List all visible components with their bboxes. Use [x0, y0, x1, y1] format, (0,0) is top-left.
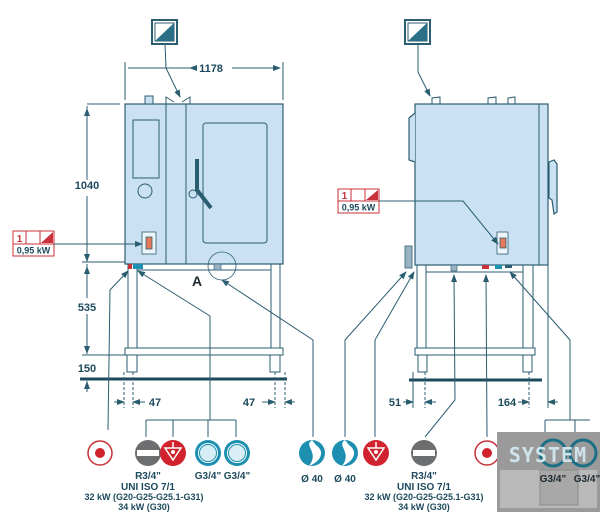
safety-valve-icon	[363, 440, 389, 466]
electrical-socket-icon	[499, 237, 507, 249]
side-stand	[409, 265, 542, 382]
gas-connection-icon	[135, 440, 161, 466]
stand	[80, 264, 287, 381]
side-view: 1 0,95 kW 51	[337, 19, 590, 438]
watermark: SYSTEM G3/4" G3/4"	[497, 432, 600, 512]
svg-text:34 kW (G30): 34 kW (G30)	[118, 502, 170, 512]
svg-text:R3/4": R3/4"	[411, 471, 437, 482]
steam-vent-icon	[151, 19, 181, 98]
connections-side: Ø 40 Ø 40 R3/4" UNI ISO 7/1 32 kW (G20-G…	[299, 440, 500, 512]
svg-text:32 kW (G20-G25-G25.1-G31): 32 kW (G20-G25-G25.1-G31)	[84, 492, 203, 502]
oven-side-body	[414, 103, 549, 266]
svg-text:G3/4": G3/4"	[195, 471, 222, 482]
side-front-offset-dimension: 51	[389, 397, 401, 409]
control-knob	[137, 183, 153, 199]
side-back-offset-dimension: 164	[498, 397, 517, 409]
svg-text:34 kW (G30): 34 kW (G30)	[398, 502, 450, 512]
left-offset-dimension: 47	[149, 397, 161, 409]
power-badge: 1 0,95 kW	[12, 230, 55, 257]
svg-text:UNI ISO 7/1: UNI ISO 7/1	[397, 482, 451, 493]
svg-text:1: 1	[17, 234, 23, 245]
width-dimension: 1178	[199, 63, 223, 75]
front-view: 1178 1 0,95 kW 1040	[12, 19, 314, 437]
safety-valve-icon	[160, 440, 186, 466]
svg-text:32 kW (G20-G25-G25.1-G31): 32 kW (G20-G25-G25.1-G31)	[364, 492, 483, 502]
oven-door-window	[202, 122, 268, 244]
detail-label: A	[192, 273, 202, 289]
oven-height-dimension: 1040	[75, 180, 99, 192]
svg-text:G3/4": G3/4"	[574, 474, 600, 485]
gas-connection-icon	[411, 440, 437, 466]
svg-text:G3/4": G3/4"	[224, 471, 251, 482]
svg-text:SYSTEM: SYSTEM	[509, 443, 587, 467]
svg-text:R3/4": R3/4"	[135, 471, 161, 482]
water-inlet-icon	[224, 440, 250, 466]
right-offset-dimension: 47	[243, 397, 255, 409]
connections-front: R3/4" UNI ISO 7/1 32 kW (G20-G25-G25.1-G…	[84, 440, 250, 512]
control-panel-display	[132, 119, 160, 179]
steam-vent-icon	[404, 19, 431, 97]
svg-text:G3/4": G3/4"	[540, 474, 567, 485]
svg-text:Ø 40: Ø 40	[334, 474, 356, 485]
electrical-connection-icon	[87, 440, 113, 466]
svg-text:Ø 40: Ø 40	[301, 474, 323, 485]
side-handle	[548, 159, 558, 216]
electrical-connection-icon	[474, 440, 500, 466]
svg-text:0,95 kW: 0,95 kW	[342, 203, 376, 213]
power-badge-side: 1 0,95 kW	[337, 188, 380, 214]
svg-text:UNI ISO 7/1: UNI ISO 7/1	[121, 482, 175, 493]
drain-icon	[332, 440, 358, 466]
door-handle	[195, 159, 213, 210]
drain-icon	[299, 440, 325, 466]
feet-height-dimension: 150	[78, 363, 96, 375]
electrical-socket-icon	[145, 236, 153, 250]
water-inlet-icon	[538, 438, 598, 468]
svg-text:1: 1	[342, 191, 348, 202]
stand-height-dimension: 535	[78, 302, 96, 314]
svg-text:0,95 kW: 0,95 kW	[17, 246, 51, 256]
water-inlet-icon	[195, 440, 221, 466]
